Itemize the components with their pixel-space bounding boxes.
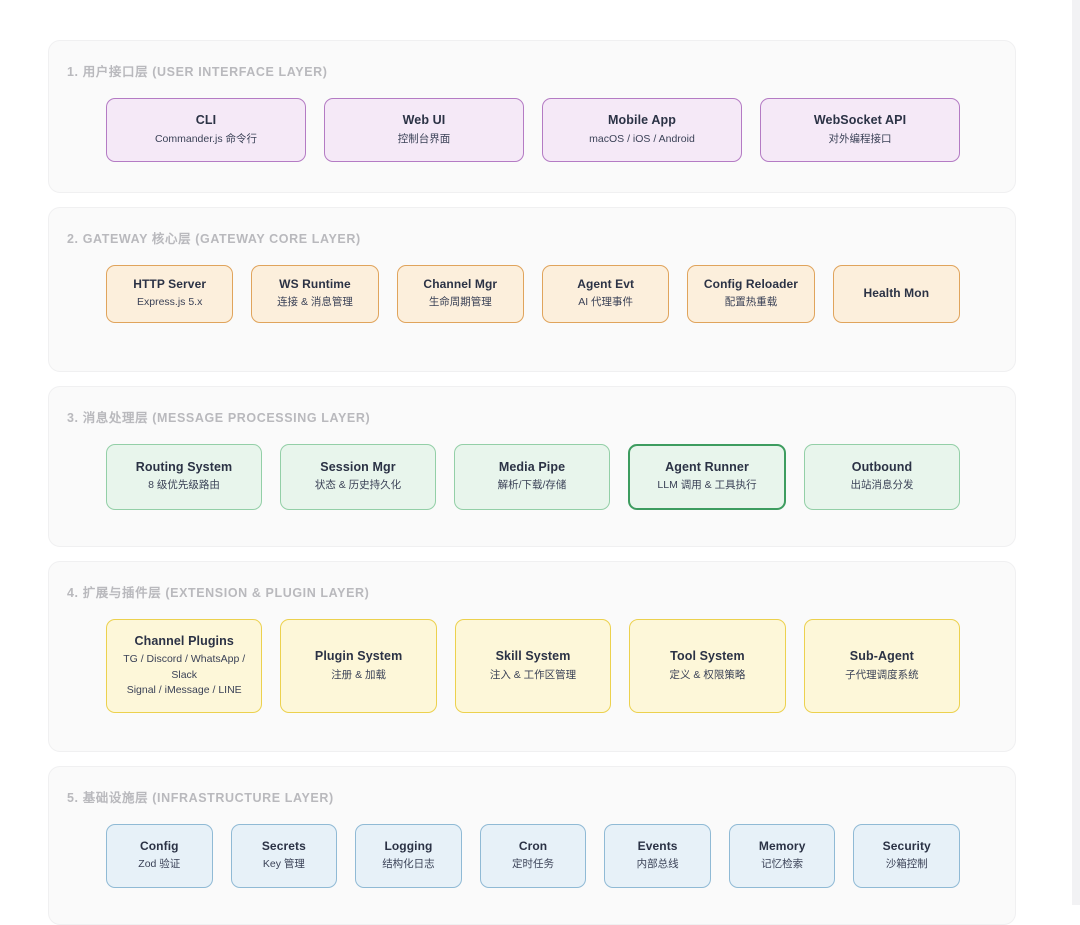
- layer-extension-plugin: 4. 扩展与插件层 (EXTENSION & PLUGIN LAYER) Chan…: [48, 560, 1016, 753]
- component-box[interactable]: Logging 结构化日志: [355, 824, 462, 888]
- component-subtitle: LLM 调用 & 工具执行: [657, 479, 757, 492]
- component-subtitle: 注入 & 工作区管理: [489, 668, 577, 681]
- component-box[interactable]: Session Mgr 状态 & 历史持久化: [280, 443, 436, 510]
- component-box[interactable]: Mobile App macOS / iOS / Android: [542, 98, 742, 163]
- component-box[interactable]: Events 内部总线: [604, 824, 711, 888]
- component-box[interactable]: CLI Commander.js 命令行: [106, 98, 306, 163]
- layer-title: 4. 扩展与插件层 (EXTENSION & PLUGIN LAYER): [67, 585, 370, 600]
- component-box[interactable]: Tool System 定义 & 权限策略: [629, 618, 786, 714]
- component-title: Media Pipe: [498, 459, 566, 474]
- component-title: Mobile App: [608, 113, 676, 127]
- component-subtitle: 配置热重载: [724, 296, 778, 309]
- layer-title: 5. 基础设施层 (INFRASTRUCTURE LAYER): [67, 791, 334, 806]
- component-subtitle: Express.js 5.x: [136, 296, 203, 309]
- component-subtitle: 内部总线: [636, 858, 679, 871]
- component-box[interactable]: Agent Evt AI 代理事件: [541, 265, 670, 323]
- component-subtitle: 结构化日志: [382, 858, 435, 871]
- component-subtitle: 定时任务: [512, 858, 555, 871]
- component-box[interactable]: Skill System 注入 & 工作区管理: [454, 618, 612, 714]
- component-subtitle: 出站消息分发: [850, 479, 914, 492]
- component-title: Session Mgr: [320, 459, 396, 474]
- component-subtitle: 连接 & 消息管理: [277, 296, 353, 309]
- component-title: Cron: [518, 839, 548, 854]
- component-box[interactable]: Plugin System 注册 & 加载: [280, 618, 437, 714]
- box-row: Channel Plugins TG / Discord / WhatsApp /…: [49, 618, 1015, 714]
- box-row: CLI Commander.js 命令行 Web UI 控制台界面 Mobile App…: [49, 98, 1015, 163]
- component-box[interactable]: Security 沙箱控制: [853, 824, 961, 888]
- component-box[interactable]: Routing System 8 级优先级路由: [106, 443, 262, 510]
- component-title: Web UI: [402, 113, 446, 127]
- component-title: Logging: [384, 839, 433, 854]
- component-subtitle: 8 级优先级路由: [148, 479, 220, 492]
- box-row: Routing System 8 级优先级路由 Session Mgr 状态 & 历史…: [49, 443, 1015, 510]
- component-subtitle: AI 代理事件: [578, 296, 634, 309]
- component-box[interactable]: WS Runtime 连接 & 消息管理: [251, 265, 379, 323]
- component-title: Tool System: [670, 648, 745, 663]
- component-box[interactable]: Config Reloader 配置热重载: [687, 265, 815, 323]
- layer-title: 3. 消息处理层 (MESSAGE PROCESSING LAYER): [67, 410, 371, 425]
- component-box[interactable]: Memory 记忆检索: [728, 824, 836, 888]
- component-title: Health Mon: [863, 286, 930, 301]
- component-subtitle: 定义 & 权限策略: [669, 668, 746, 681]
- layer-user-interface: 1. 用户接口层 (USER INTERFACE LAYER) CLI Comman…: [48, 40, 1016, 194]
- component-box[interactable]: Channel Mgr 生命周期管理: [396, 265, 524, 323]
- component-box[interactable]: Media Pipe 解析/下载/存储: [454, 443, 610, 510]
- component-subtitle: 对外编程接口: [828, 132, 892, 145]
- component-title: Sub-Agent: [849, 648, 914, 663]
- component-subtitle: 控制台界面: [397, 132, 451, 145]
- component-subtitle: 解析/下载/存储: [497, 479, 567, 492]
- component-title: Memory: [758, 839, 806, 854]
- component-title: WS Runtime: [279, 277, 351, 292]
- layer-title: 2. GATEWAY 核心层 (GATEWAY CORE LAYER): [67, 232, 361, 247]
- component-title: Channel Plugins: [134, 633, 234, 648]
- component-title: Events: [637, 839, 678, 854]
- component-title: Agent Evt: [577, 277, 635, 292]
- component-title: HTTP Server: [133, 277, 207, 292]
- architecture-diagram-page: 1. 用户接口层 (USER INTERFACE LAYER) CLI Comman…: [48, 40, 1016, 925]
- layer-gateway-core: 2. GATEWAY 核心层 (GATEWAY CORE LAYER) HTTP …: [48, 207, 1016, 372]
- component-subtitle: 生命周期管理: [428, 296, 492, 309]
- component-box[interactable]: Outbound 出站消息分发: [804, 443, 960, 510]
- component-subtitle: Commander.js 命令行: [154, 132, 258, 145]
- component-title: Routing System: [135, 459, 233, 474]
- component-title: CLI: [195, 113, 217, 127]
- component-title: Skill System: [495, 648, 571, 663]
- page-right-edge: [1072, 0, 1080, 905]
- component-subtitle: macOS / iOS / Android: [589, 132, 695, 145]
- component-title: Config Reloader: [703, 277, 799, 292]
- component-subtitle: 注册 & 加载: [331, 668, 387, 681]
- component-box[interactable]: Health Mon: [832, 265, 960, 323]
- component-box[interactable]: WebSocket API 对外编程接口: [760, 98, 960, 163]
- component-title: Channel Mgr: [423, 277, 498, 292]
- component-subtitle: 状态 & 历史持久化: [314, 479, 402, 492]
- component-subtitle: Key 管理: [262, 858, 305, 871]
- component-title: WebSocket API: [813, 113, 907, 127]
- component-title: Agent Runner: [665, 459, 749, 474]
- component-title: Config: [139, 839, 179, 854]
- component-title: Security: [882, 839, 931, 854]
- component-title: Outbound: [851, 459, 913, 474]
- component-box[interactable]: Web UI 控制台界面: [324, 98, 524, 163]
- component-subtitle: 记忆检索: [761, 858, 804, 871]
- layer-message-processing: 3. 消息处理层 (MESSAGE PROCESSING LAYER) Routi…: [48, 385, 1016, 547]
- component-subtitle: Zod 验证: [138, 858, 181, 871]
- layer-title: 1. 用户接口层 (USER INTERFACE LAYER): [67, 65, 328, 79]
- component-subtitle: 沙箱控制: [885, 858, 928, 871]
- component-subtitle: 子代理调度系统: [845, 668, 919, 681]
- component-title: Secrets: [261, 839, 306, 854]
- component-box[interactable]: Channel Plugins TG / Discord / WhatsApp /…: [106, 618, 263, 714]
- component-title: Plugin System: [314, 648, 403, 663]
- component-box[interactable]: Sub-Agent 子代理调度系统: [803, 618, 961, 714]
- component-box[interactable]: Cron 定时任务: [479, 824, 587, 888]
